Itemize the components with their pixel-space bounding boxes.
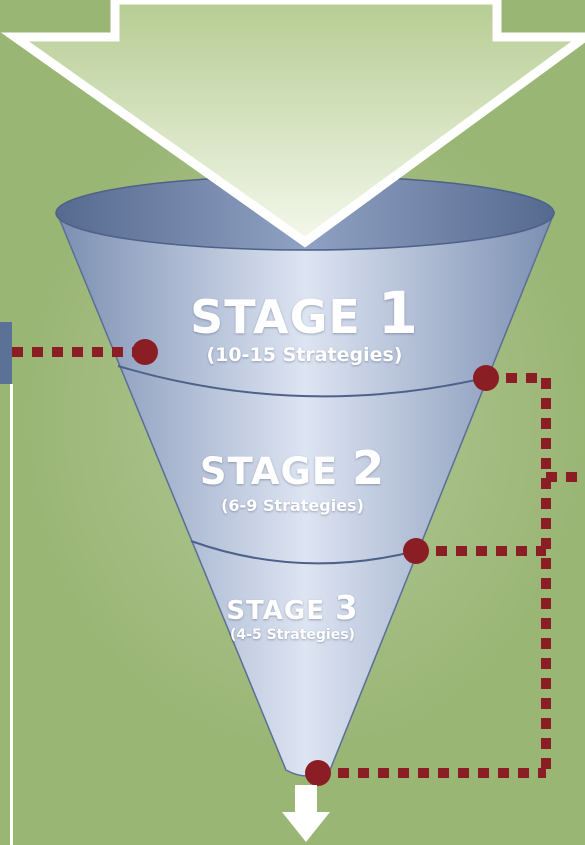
stage-2-subtitle: (6-9 Strategies) <box>221 496 364 515</box>
stage-1-title: STAGE 1 <box>12 280 585 347</box>
connectors <box>12 347 585 778</box>
stage-1-word: STAGE <box>190 290 361 344</box>
stage-2-word: STAGE <box>199 450 339 493</box>
output-arrow <box>282 785 330 842</box>
stage-2-title: STAGE 2 <box>0 441 585 495</box>
stage-divider-2 <box>190 540 417 565</box>
node-stage1-right <box>473 365 499 391</box>
stage-3-word: STAGE <box>226 596 325 626</box>
node-left <box>132 339 158 365</box>
stage-1-number: 1 <box>377 280 419 347</box>
stage-3-number: 3 <box>335 589 359 627</box>
stage-1-subtitle: (10-15 Strategies) <box>206 344 403 366</box>
connector-right-stage1 <box>486 373 551 773</box>
stage-divider-1 <box>117 365 486 398</box>
stage-2-number: 2 <box>352 441 386 495</box>
left-border-line <box>10 384 13 845</box>
node-stage2-right <box>403 538 429 564</box>
left-panel-edge <box>0 322 12 384</box>
node-bottom <box>305 760 331 786</box>
stage-3-subtitle: (4-5 Strategies) <box>230 627 355 643</box>
input-arrow <box>0 0 585 248</box>
stage-3-title: STAGE 3 <box>0 589 585 627</box>
